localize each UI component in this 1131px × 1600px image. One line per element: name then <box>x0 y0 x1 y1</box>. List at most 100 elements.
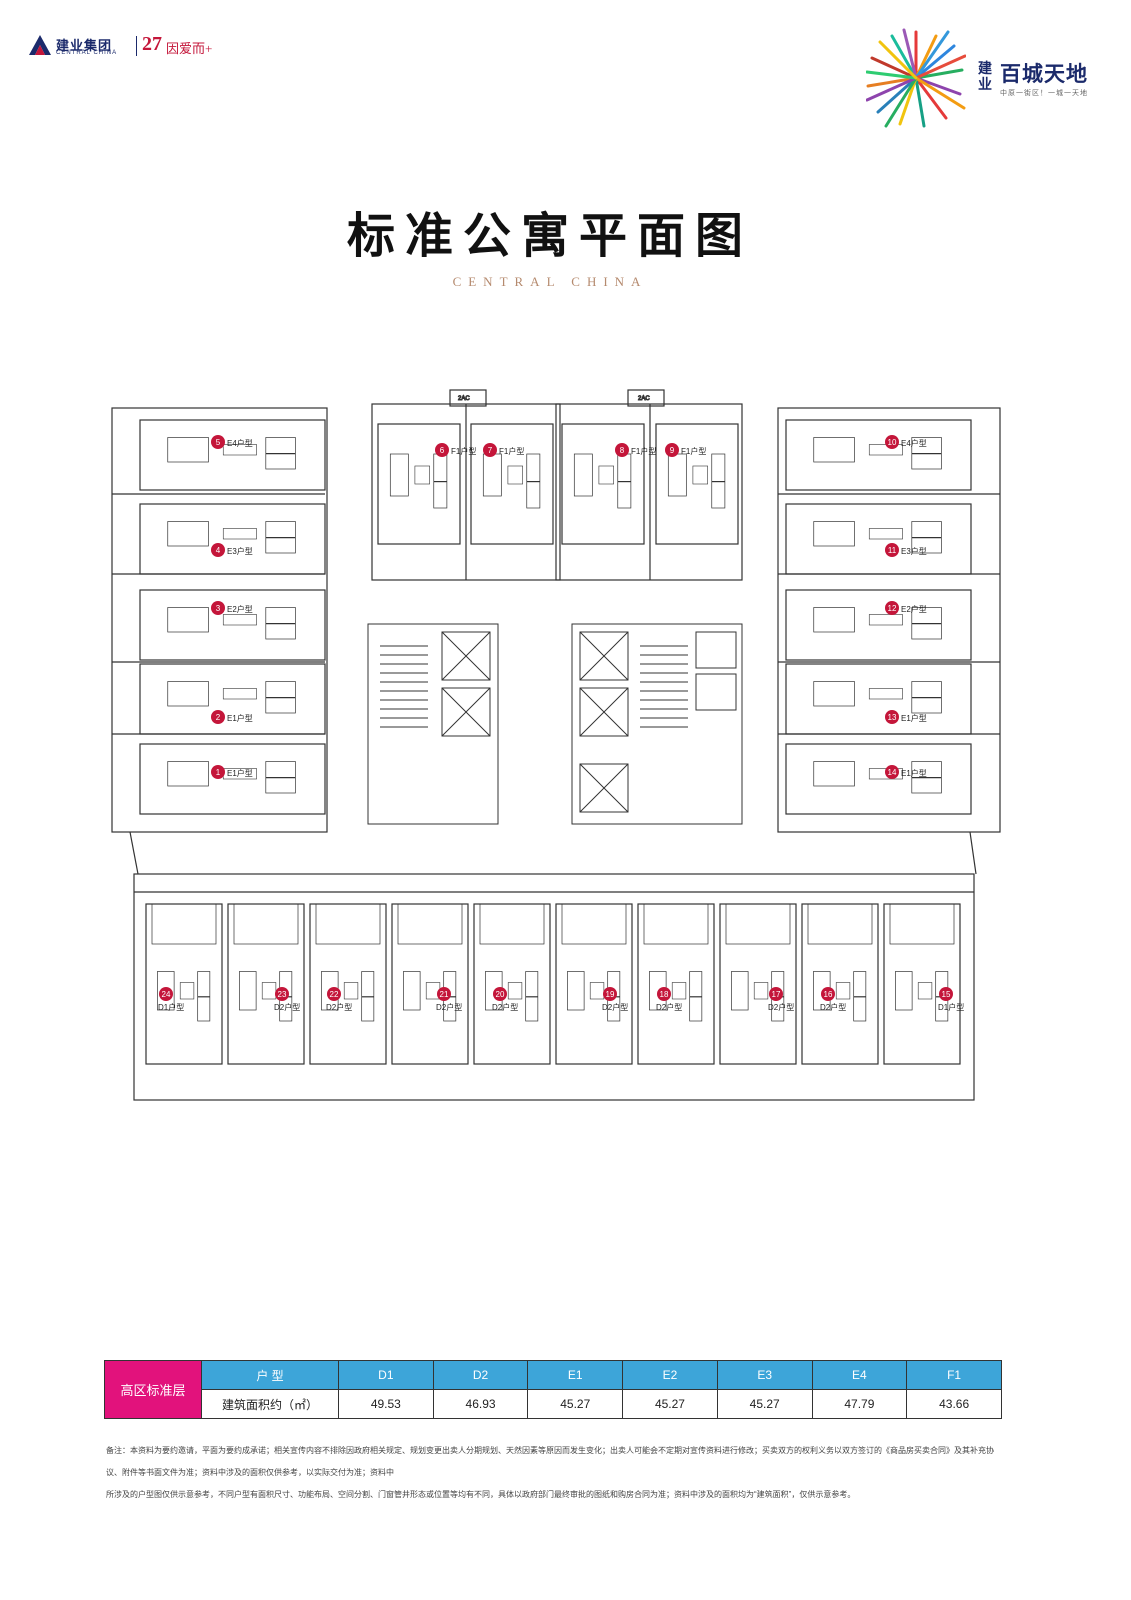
area-e2: 45.27 <box>622 1389 718 1419</box>
elevator-shaft <box>579 763 629 813</box>
elevator-shaft <box>579 631 629 681</box>
table <box>343 982 359 1000</box>
bed <box>167 521 209 547</box>
unit-room-north <box>561 423 645 545</box>
shaft-label: 2AC <box>638 396 650 402</box>
project-brand-vertical: 建业 <box>978 60 992 92</box>
bed <box>813 607 855 633</box>
type-e4: E4 <box>811 1360 908 1390</box>
project-name: 百城天地 <box>1000 63 1088 86</box>
unit-type-label: E4户型 <box>901 438 927 448</box>
unit-number: 10 <box>888 438 897 447</box>
service-room <box>695 631 737 669</box>
unit-number-badge <box>603 987 617 1001</box>
unit-number: 18 <box>660 990 669 999</box>
elevator-shaft <box>579 687 629 737</box>
unit-type-label: E2户型 <box>901 604 927 614</box>
table <box>222 528 257 540</box>
bed <box>567 971 585 1011</box>
unit-number: 4 <box>216 546 221 555</box>
unit-type-label: E3户型 <box>901 546 927 556</box>
wing-connector <box>969 831 977 875</box>
unit-number: 14 <box>888 768 897 777</box>
unit-type-label: F1户型 <box>631 446 656 456</box>
unit-room-north <box>377 423 461 545</box>
bathroom <box>265 607 296 640</box>
bed <box>813 761 855 787</box>
bed <box>813 437 855 463</box>
elevator-cross <box>579 631 629 681</box>
table <box>598 465 614 485</box>
unit-type-label: E1户型 <box>901 713 927 723</box>
elevator-cross <box>441 631 491 681</box>
table <box>868 768 903 780</box>
elevator-cross <box>579 763 629 813</box>
disclaimer-line-2: 所涉及的户型图仅供示意参考，不同户型有面积尺寸、功能布局、空间分割、门窗管井形态… <box>106 1490 856 1499</box>
unit-number-badge <box>885 601 899 615</box>
bed <box>167 607 209 633</box>
project-brand: 建业 百城天地 中原一街区！一城一天地 <box>866 28 1096 128</box>
unit-area-table: 高区标准层 户 型 D1 D2 E1 E2 E3 E4 F1 建筑面积约（㎡） … <box>104 1360 1002 1419</box>
unit-number: 8 <box>620 446 625 455</box>
table <box>507 982 523 1000</box>
bed <box>813 521 855 547</box>
unit-number: 20 <box>496 990 505 999</box>
north-shaft <box>627 389 665 407</box>
west-wing-outline <box>111 407 328 833</box>
type-e3: E3 <box>716 1360 813 1390</box>
unit-room-east <box>785 419 972 491</box>
unit-number-badge <box>211 435 225 449</box>
table <box>868 688 903 700</box>
service-room <box>695 673 737 711</box>
area-e1: 45.27 <box>527 1389 624 1419</box>
south-bathroom <box>151 903 217 945</box>
bed <box>167 761 209 787</box>
unit-number-badge <box>437 987 451 1001</box>
table <box>179 982 195 1000</box>
unit-number: 7 <box>488 446 493 455</box>
bathroom <box>265 521 296 554</box>
bed <box>167 437 209 463</box>
unit-room-east <box>785 743 972 815</box>
bathroom <box>265 437 296 470</box>
unit-number: 11 <box>888 546 897 555</box>
unit-number: 15 <box>942 990 951 999</box>
table <box>868 528 903 540</box>
unit-number-badge <box>211 765 225 779</box>
bed <box>389 453 409 497</box>
south-bathroom <box>561 903 627 945</box>
bed <box>667 453 687 497</box>
elevator-cross <box>579 687 629 737</box>
unit-number-badge <box>769 987 783 1001</box>
unit-type-label: E3户型 <box>227 546 253 556</box>
south-bathroom <box>725 903 791 945</box>
unit-type-label: D1户型 <box>158 1002 184 1012</box>
unit-type-label: D2户型 <box>820 1002 846 1012</box>
unit-number: 22 <box>330 990 339 999</box>
unit-number-badge <box>657 987 671 1001</box>
elevator-cross <box>441 687 491 737</box>
core-right-outline <box>571 623 743 825</box>
unit-number: 17 <box>772 990 781 999</box>
bathroom <box>265 681 296 714</box>
corp-name: 建业集团 <box>56 38 113 53</box>
south-bathroom <box>315 903 381 945</box>
disclaimer: 备注：本资料为要约邀请，平面为要约成承诺；相关宣传内容不排除因政府相关规定、规划… <box>106 1440 998 1506</box>
table <box>835 982 851 1000</box>
unit-number-badge <box>885 435 899 449</box>
unit-number: 19 <box>606 990 615 999</box>
unit-number: 23 <box>278 990 287 999</box>
type-d1: D1 <box>338 1360 434 1390</box>
bathroom <box>265 761 296 794</box>
brand-slogan: 因爱而+ <box>166 41 213 56</box>
disclaimer-line-1: 备注：本资料为要约邀请，平面为要约成承诺；相关宣传内容不排除因政府相关规定、规划… <box>106 1446 994 1477</box>
unit-number-badge <box>939 987 953 1001</box>
unit-type-label: D2户型 <box>492 1002 518 1012</box>
north-shaft <box>449 389 487 407</box>
